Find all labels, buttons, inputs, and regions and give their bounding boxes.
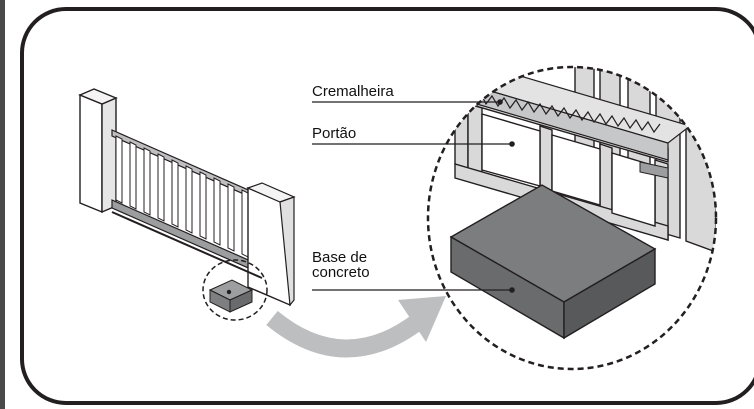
small-detail-circle <box>202 259 268 321</box>
label-cremalheira: Cremalheira <box>312 83 394 100</box>
label-portao: Portão <box>312 125 357 142</box>
large-detail-circle <box>426 65 718 371</box>
label-base-line2: concreto <box>312 264 370 281</box>
detail-zoom <box>428 67 716 369</box>
label-base-line1: Base de <box>312 249 368 266</box>
concrete-base-illustration <box>449 184 657 340</box>
label-base-de-concreto: Base de concreto <box>312 250 370 280</box>
left-edge-strip <box>0 0 5 409</box>
zoom-arrow <box>266 296 446 358</box>
